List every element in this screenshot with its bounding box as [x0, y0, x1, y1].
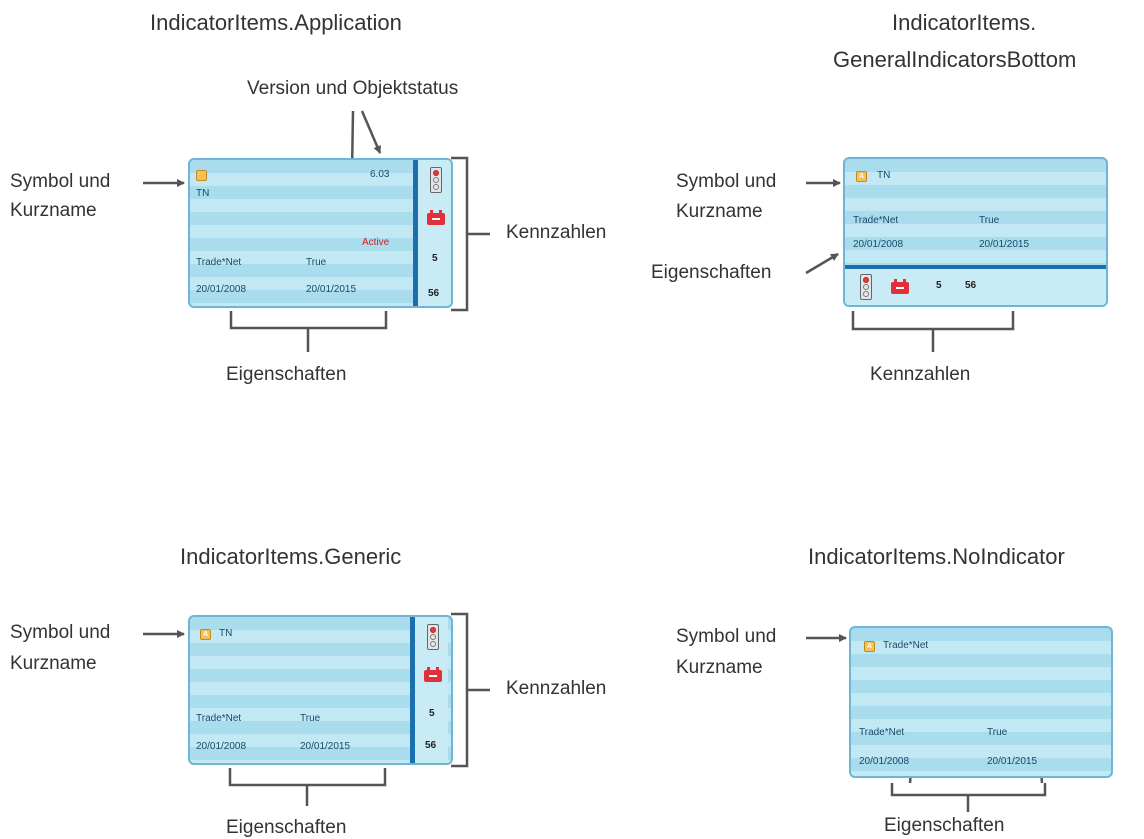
- prop2-value: 20/01/2015: [979, 239, 1030, 250]
- prop1-value: 20/01/2008: [859, 756, 910, 767]
- app-icon: A: [864, 641, 875, 652]
- prop1-value: 20/01/2008: [196, 741, 247, 752]
- prop2-label: True: [979, 215, 1000, 226]
- bracket-kennzahlen-gib: [851, 311, 1015, 331]
- title-gib-line1: IndicatorItems.: [892, 10, 1037, 35]
- app-icon: A: [200, 629, 211, 640]
- label-kennzahlen: Kennzahlen: [506, 222, 607, 243]
- label-symbol-line1: Symbol und: [10, 171, 111, 192]
- title-application: IndicatorItems.Application: [150, 10, 402, 35]
- title-gib-line2: GeneralIndicatorsBottom: [833, 47, 1077, 72]
- arrow-version: [360, 110, 382, 154]
- label-symbol-line1: Symbol und: [676, 171, 777, 192]
- traffic-light-icon: [860, 274, 872, 300]
- bracket-eigenschaften-noind: [890, 783, 1047, 797]
- kpi-value-1: 5: [936, 280, 942, 291]
- label-symbol-line2: Kurzname: [10, 653, 97, 674]
- title-generic: IndicatorItems.Generic: [180, 544, 402, 569]
- prop2-value: 20/01/2015: [300, 741, 351, 752]
- kpi-value-1: 5: [432, 253, 438, 264]
- kpi-value-2: 56: [428, 288, 440, 299]
- bracket-kennzahlen-generic: [451, 612, 469, 768]
- prop1-label: Trade*Net: [859, 727, 905, 738]
- kpi-bottombar: 5 56: [845, 265, 1106, 305]
- card-generic: A TN Trade*Net True 20/01/2008 20/01/201…: [188, 615, 453, 765]
- app-icon: [196, 170, 207, 181]
- bracket-eigenschaften-app: [229, 311, 388, 330]
- prop1-value: 20/01/2008: [196, 284, 247, 295]
- prop2-value: 20/01/2015: [306, 284, 357, 295]
- arrow-eigenschaften-gib: [805, 252, 839, 275]
- label-eigenschaften: Eigenschaften: [884, 815, 1005, 836]
- label-eigenschaften: Eigenschaften: [651, 262, 772, 283]
- bracket-kennzahlen-app: [451, 156, 469, 312]
- battery-icon: [427, 210, 445, 225]
- label-symbol-line2: Kurzname: [676, 201, 763, 222]
- label-kennzahlen: Kennzahlen: [506, 678, 607, 699]
- kpi-value-1: 5: [429, 708, 435, 719]
- card-short-name: TN: [219, 628, 233, 639]
- card-version: 6.03: [370, 169, 390, 180]
- traffic-light-icon: [430, 167, 442, 193]
- card-short-name: TN: [196, 188, 210, 199]
- card-general-indicators-bottom: A TN Trade*Net True 20/01/2008 20/01/201…: [843, 157, 1108, 307]
- prop2-label: True: [987, 727, 1008, 738]
- card-status: Active: [362, 237, 390, 248]
- prop2-label: True: [300, 713, 321, 724]
- traffic-light-icon: [427, 624, 439, 650]
- label-version-status: Version und Objektstatus: [247, 78, 459, 99]
- card-short-name: TN: [877, 170, 891, 181]
- card-application: TN 6.03 Active Trade*Net True 20/01/2008…: [188, 158, 453, 308]
- kpi-sidebar: 5 56: [410, 617, 448, 763]
- prop2-label: True: [306, 257, 327, 268]
- label-symbol-line1: Symbol und: [10, 622, 111, 643]
- prop1-label: Trade*Net: [196, 713, 242, 724]
- card-full-name: Trade*Net: [883, 640, 929, 651]
- label-eigenschaften: Eigenschaften: [226, 817, 347, 838]
- kpi-value-2: 56: [425, 740, 437, 751]
- card-no-indicator: A Trade*Net Trade*Net True 20/01/2008 20…: [849, 626, 1113, 778]
- bracket-eigenschaften-generic: [228, 768, 387, 787]
- label-symbol-line2: Kurzname: [676, 657, 763, 678]
- title-noindicator: IndicatorItems.NoIndicator: [808, 544, 1065, 569]
- prop1-label: Trade*Net: [853, 215, 899, 226]
- label-eigenschaften: Eigenschaften: [226, 364, 347, 385]
- prop1-value: 20/01/2008: [853, 239, 904, 250]
- kpi-value-2: 56: [965, 280, 977, 291]
- kpi-sidebar: 5 56: [413, 160, 451, 306]
- app-icon: A: [856, 171, 867, 182]
- battery-icon: [891, 279, 909, 294]
- label-symbol-line1: Symbol und: [676, 626, 777, 647]
- battery-icon: [424, 667, 442, 682]
- prop1-label: Trade*Net: [196, 257, 242, 268]
- prop2-value: 20/01/2015: [987, 756, 1038, 767]
- label-symbol-line2: Kurzname: [10, 200, 97, 221]
- label-kennzahlen: Kennzahlen: [870, 364, 971, 385]
